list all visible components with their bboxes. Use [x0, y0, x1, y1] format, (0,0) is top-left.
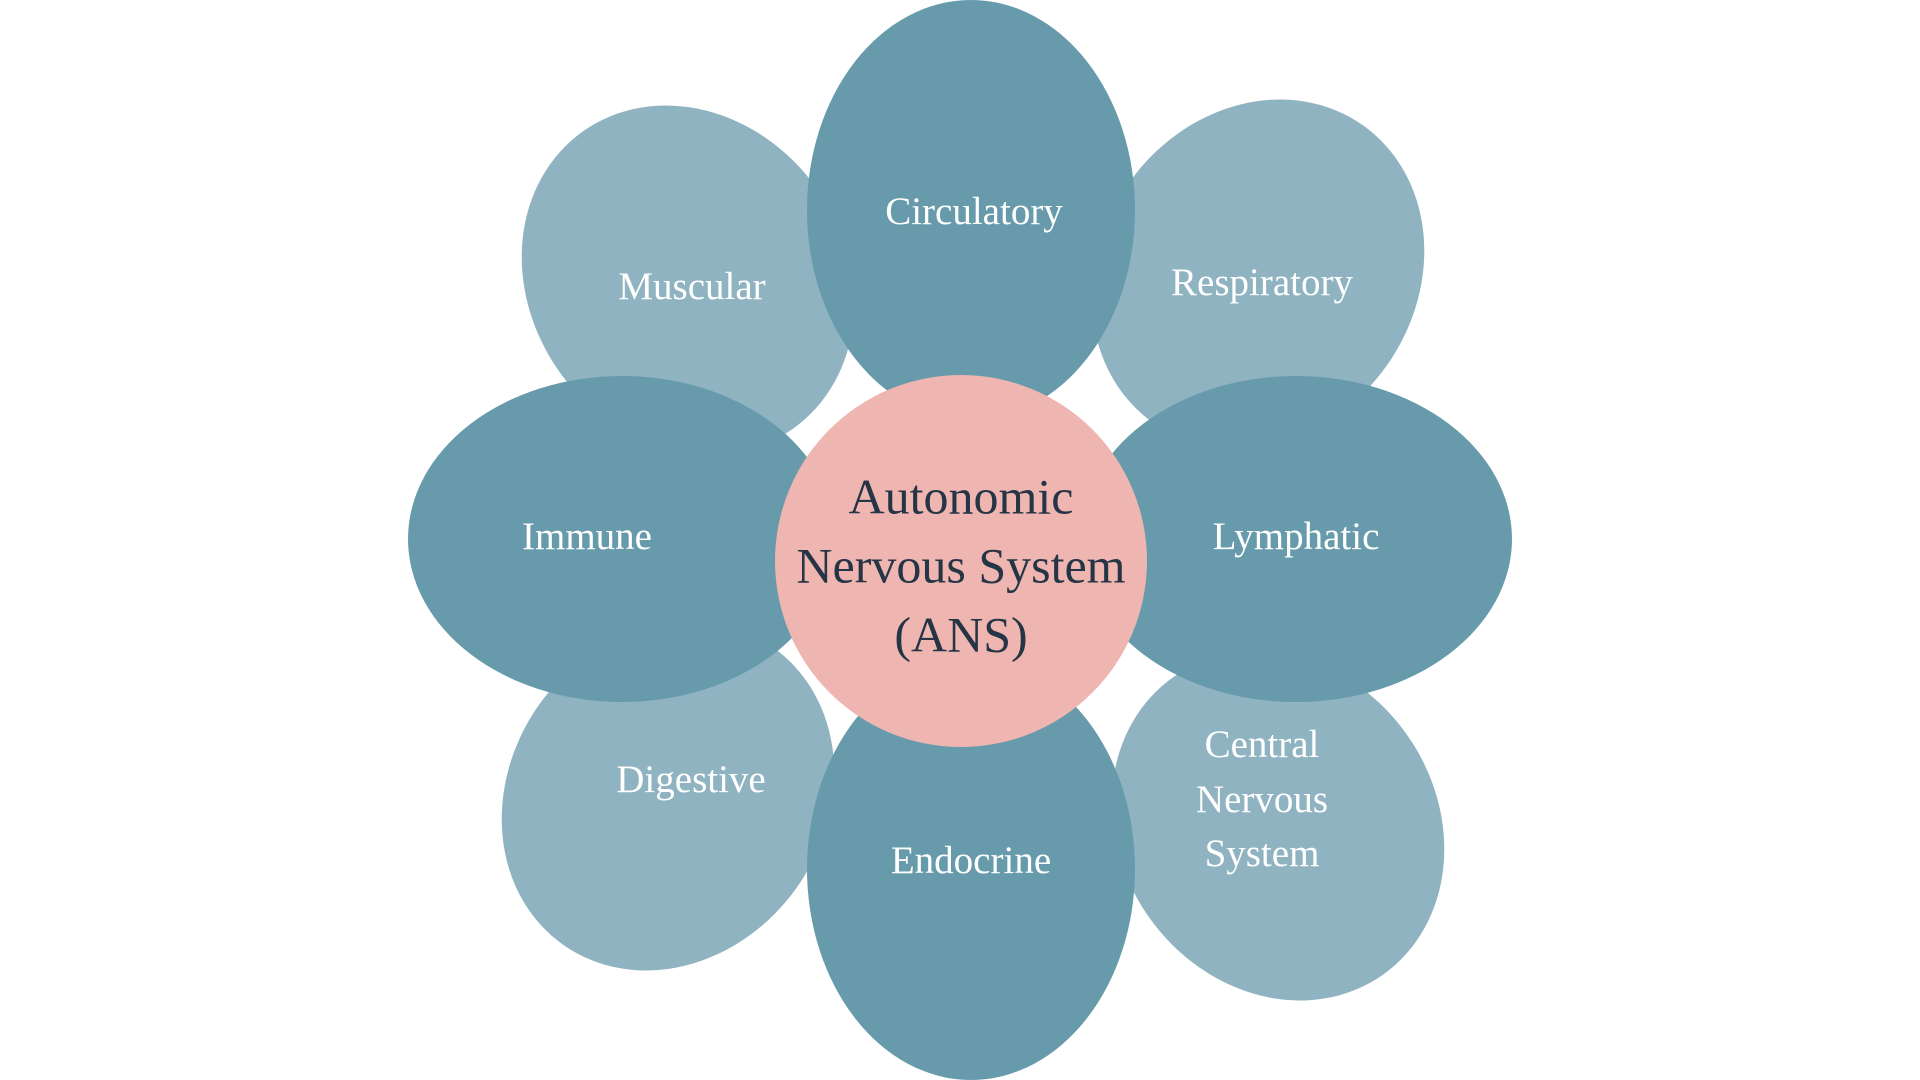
center-title-line-3: (ANS)	[894, 606, 1027, 662]
label-central-nervous-line-1: Central	[1205, 723, 1320, 766]
label-muscular: Muscular	[618, 265, 765, 308]
label-central-nervous-line-3: System	[1205, 832, 1320, 875]
label-lymphatic: Lymphatic	[1213, 515, 1380, 558]
label-circulatory: Circulatory	[885, 190, 1063, 233]
label-respiratory: Respiratory	[1171, 261, 1353, 304]
label-digestive: Digestive	[616, 758, 765, 801]
petal-digestive	[501, 621, 835, 971]
label-central-nervous-line-2: Nervous	[1196, 778, 1328, 821]
petal-respiratory	[1091, 99, 1425, 449]
label-immune: Immune	[522, 515, 652, 558]
petal-lymphatic	[1080, 376, 1512, 702]
center-title-line-2: Nervous System	[796, 537, 1125, 593]
label-endocrine: Endocrine	[891, 839, 1051, 882]
petal-immune	[408, 376, 836, 702]
center-circle	[775, 375, 1147, 747]
petal-endocrine	[807, 658, 1135, 1080]
petal-circulatory	[807, 0, 1135, 420]
center-title-line-1: Autonomic	[849, 468, 1074, 524]
petal-central-nervous	[1111, 651, 1445, 1001]
petal-muscular	[521, 105, 855, 455]
